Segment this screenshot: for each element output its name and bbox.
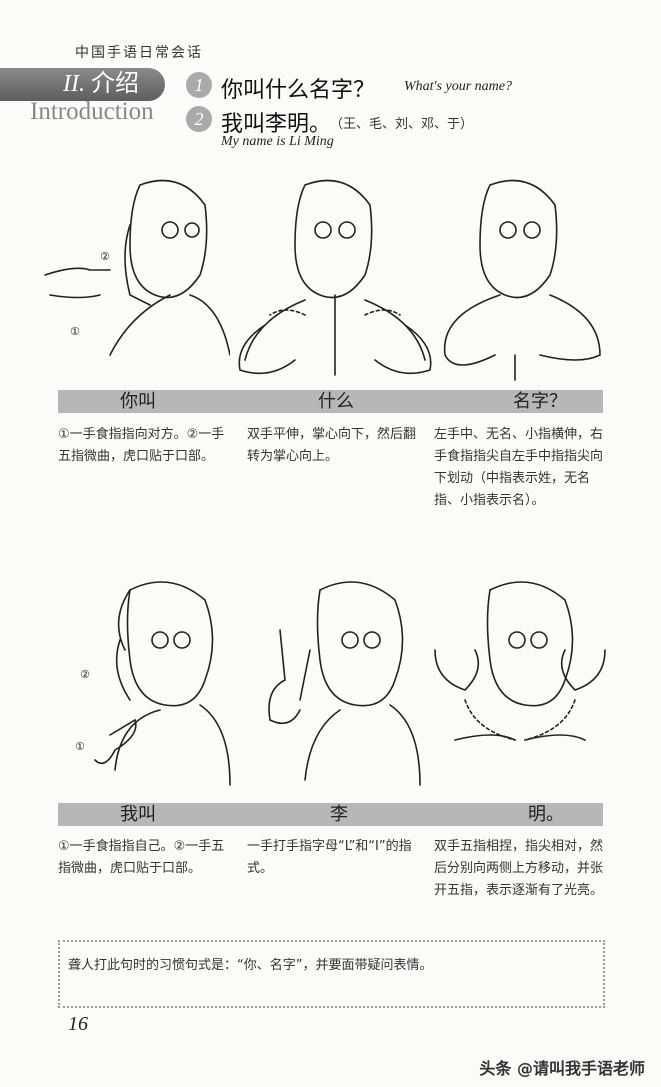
running-header: 中国手语日常会话 xyxy=(75,45,203,61)
page-number: 16 xyxy=(68,1013,88,1035)
illustration-woman-li xyxy=(268,581,421,786)
sign-description: ①一手食指指向对方。②一手五指微曲，虎口贴于口部。 xyxy=(58,427,225,464)
sign-word: 名字？ xyxy=(513,391,567,412)
sentence-2-english: My name is Li Ming xyxy=(221,134,334,149)
svg-text:①: ① xyxy=(75,740,85,753)
illustration-man-ni-jiao: ②① xyxy=(44,179,230,356)
note-box: 聋人打此句时的习惯句式是：“你、名字”，并要面带疑问表情。 xyxy=(58,940,605,1008)
sign-word: 什么 xyxy=(318,391,354,412)
sign-word: 你叫 xyxy=(120,391,156,412)
illustration-man-mingzi xyxy=(443,179,601,381)
sentence-1-english: What's your name? xyxy=(404,79,512,94)
svg-text:②: ② xyxy=(100,250,110,263)
illustration-man-shenme xyxy=(238,179,432,376)
section-english: Introduction xyxy=(30,98,154,125)
sign-description: ①一手食指指自己。②一手五指微曲，虎口贴于口部。 xyxy=(58,839,225,876)
section-title: 介绍 xyxy=(91,71,139,97)
svg-text:①: ① xyxy=(70,325,80,338)
sentence-number-badge: 1 xyxy=(186,72,212,98)
sentence-number-badge: 2 xyxy=(186,106,212,132)
note-text: 聋人打此句时的习惯句式是：“你、名字”，并要面带疑问表情。 xyxy=(68,958,433,973)
sign-word: 李 xyxy=(330,804,348,825)
sign-word: 我叫 xyxy=(120,804,156,825)
sign-label-bar: 我叫 李 明。 xyxy=(58,803,603,826)
watermark: 头条 @请叫我手语老师 xyxy=(479,1059,645,1078)
sign-description: 一手打手指字母“L”和“I”的指式。 xyxy=(247,839,412,876)
sentence-1-chinese: 你叫什么名字？ xyxy=(221,78,376,103)
section-tab: II. 介绍 xyxy=(0,68,165,101)
sign-description: 双手五指相捏，指尖相对，然后分别向两侧上方移动，并张开五指，表示逐渐有了光亮。 xyxy=(434,839,604,898)
svg-text:②: ② xyxy=(80,668,90,681)
sign-word: 明。 xyxy=(528,804,564,825)
section-number: II. xyxy=(63,71,85,97)
sentence-2-alternatives: （王、毛、刘、邓、于） xyxy=(330,117,474,132)
illustration-woman-ming xyxy=(434,581,606,741)
illustration-woman-wo-jiao: ②① xyxy=(75,581,231,786)
sign-description: 左手中、无名、小指横伸，右手食指指尖自左手中指指尖向下划动（中指表示姓，无名指、… xyxy=(434,427,604,508)
sentence-2-chinese: 我叫李明。 xyxy=(221,112,332,137)
sign-description: 双手平伸，掌心向下，然后翻转为掌心向上。 xyxy=(247,427,417,464)
sign-label-bar: 你叫 什么 名字？ xyxy=(58,390,603,413)
